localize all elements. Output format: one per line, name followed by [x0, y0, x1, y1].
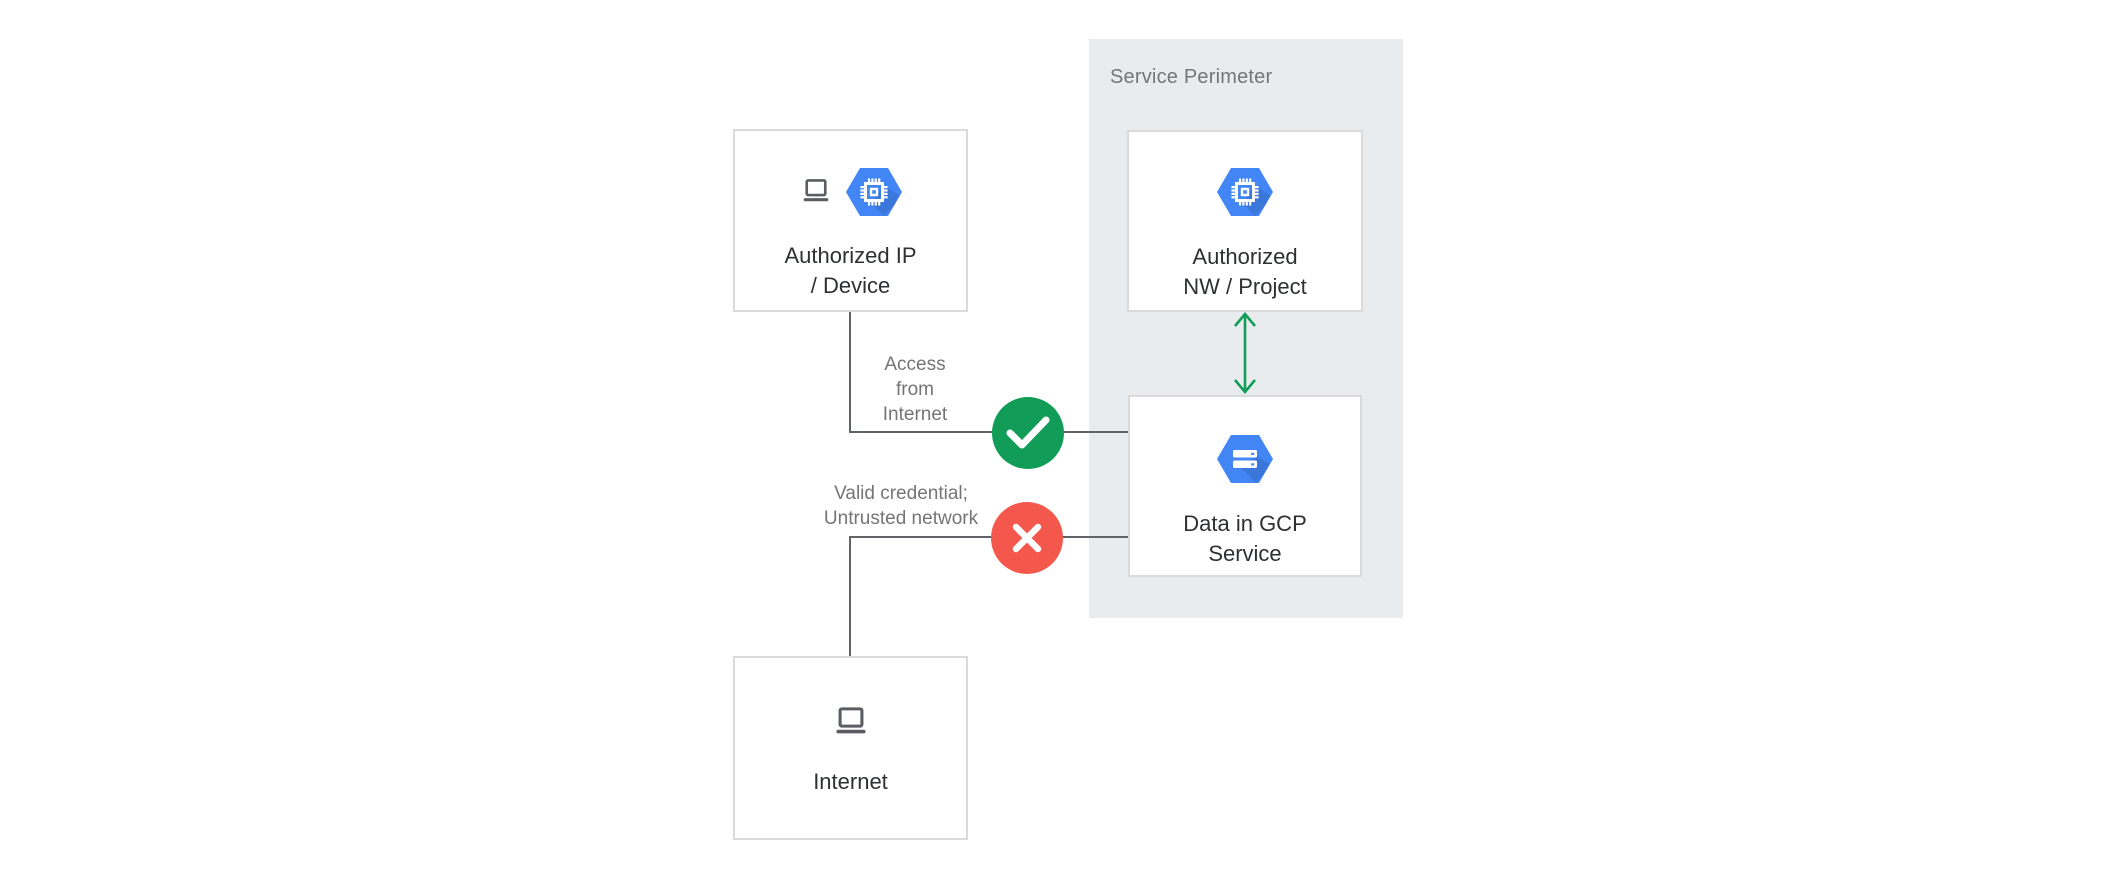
connector-untrusted-horizontal — [849, 536, 1128, 538]
allowed-badge — [992, 397, 1064, 469]
laptop-icon — [799, 178, 833, 206]
service-perimeter-label: Service Perimeter — [1110, 66, 1273, 88]
node-label-line1: Authorized IP — [784, 243, 917, 268]
node-internet: Internet — [733, 656, 968, 840]
connector-internet-up — [849, 536, 851, 656]
x-icon — [1010, 521, 1044, 555]
node-label-line2: NW / Project — [1183, 274, 1307, 299]
check-icon — [1006, 416, 1050, 450]
annotation-access-from-internet: Access from Internet — [855, 352, 975, 427]
annotation-valid-credential: Valid credential; Untrusted network — [751, 481, 1051, 531]
connector-ipdevice-down — [849, 311, 851, 432]
connector-access-horizontal — [849, 431, 1128, 433]
node-icon-row — [1217, 166, 1273, 218]
node-label: Authorized NW / Project — [1183, 242, 1306, 302]
node-label: Internet — [813, 767, 888, 797]
node-label-line2: / Device — [810, 273, 891, 298]
blocked-badge — [991, 502, 1063, 574]
laptop-icon — [831, 706, 871, 739]
gcp-storage-hexagon-icon — [1217, 433, 1273, 485]
node-label-line1: Internet — [813, 769, 888, 794]
annotation-line: Valid credential; — [834, 483, 968, 504]
node-icon-row — [831, 706, 871, 739]
node-authorized-ip-device: Authorized IP / Device — [733, 129, 968, 312]
annotation-line: from — [896, 379, 934, 400]
node-label: Authorized IP / Device — [784, 241, 916, 301]
node-label: Data in GCP Service — [1183, 509, 1307, 569]
node-label-line1: Authorized — [1192, 244, 1298, 269]
gcp-compute-hexagon-icon — [1217, 166, 1273, 218]
node-label-line2: Service — [1208, 541, 1282, 566]
annotation-line: Access — [884, 354, 946, 375]
node-icon-row — [1217, 433, 1273, 485]
annotation-line: Internet — [882, 404, 948, 425]
node-label-line1: Data in GCP — [1183, 511, 1307, 536]
annotation-line: Untrusted network — [823, 508, 979, 529]
gcp-compute-hexagon-icon — [846, 167, 902, 217]
double-arrow-icon — [1230, 309, 1260, 397]
node-authorized-nw-project: Authorized NW / Project — [1127, 130, 1363, 312]
node-icon-row — [799, 167, 902, 217]
node-data-in-gcp-service: Data in GCP Service — [1128, 395, 1362, 577]
